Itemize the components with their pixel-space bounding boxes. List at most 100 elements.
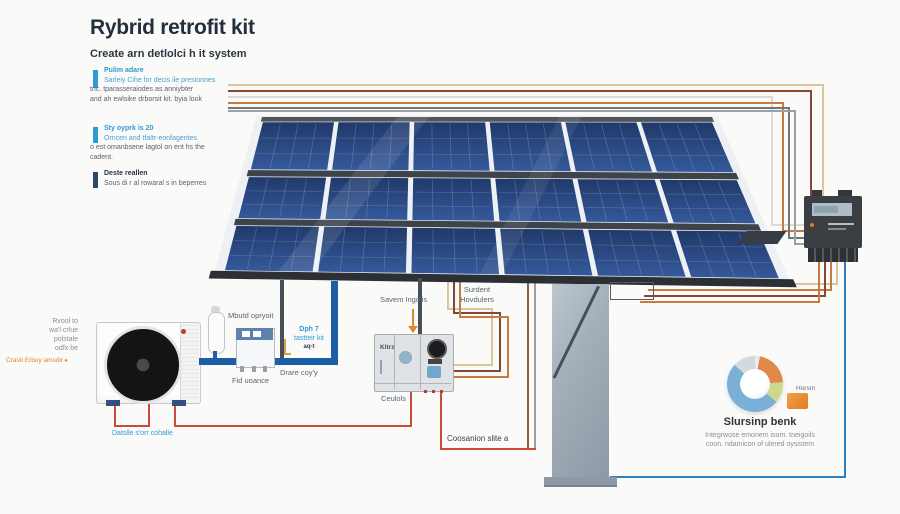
array-leg-left [280,280,284,360]
wire-cb-tan-h2 [452,364,491,366]
kltrz-label: Kltrz [380,344,395,351]
heat-pump-note: Rvool to wa'l crlue polstale odfx be [14,317,78,353]
storage-description: Integrwose emonem isom. tneigoils coon. … [685,431,835,449]
fid-display-2 [253,331,261,337]
bullet-3-line2: Sous di r al rowaral s in beperres [104,179,207,187]
wire-red-long-v2 [410,392,412,427]
control-box-divider2 [420,335,421,389]
column-base [544,477,617,487]
wire-pv-tan-v [836,262,838,285]
wire-cb-brown-v1 [453,282,455,314]
surdent-label: Surdent Hovdulers [446,285,508,305]
expansion-vessel [208,312,225,354]
bullet-bar-3 [93,172,98,188]
fid-display-1 [242,331,250,337]
bullet-bar-1 [93,70,98,88]
wire-long-brown [527,282,529,450]
terminal-dot-3 [440,390,443,393]
array-leg-mid [418,278,422,336]
wire-drop-gray2 [794,110,796,245]
wire-red-u-bottom [114,425,150,427]
wire-red-right-h [440,448,536,450]
wire-pv-darkred-h [644,295,826,297]
wire-run-gray [228,107,790,109]
wire-run-light [228,96,773,98]
terminal-dot-1 [424,390,427,393]
control-box-divider1 [394,335,395,389]
wire-cb-orange-h2 [452,376,509,378]
dph-annotation: Dph 7 tastteir kit aq-t [286,325,332,352]
controller-terminals [808,248,858,262]
heat-pump-fan [104,326,182,404]
wire-cb-tan-v2 [491,308,493,366]
expansion-vessel-cap [211,306,220,314]
heat-pump-side-panel [180,323,199,401]
fid-leg-2 [252,366,256,372]
storage-desc-line1: Integrwose emonem isom. tneigoils [705,432,815,439]
dph-line3: aq-t [303,344,315,350]
dph-line1: Dph 7 [299,326,319,333]
terminal-dot-2 [432,390,435,393]
wire-pv-darkred-v [824,262,826,297]
wire-long-gray [534,282,536,450]
wire-pv-orange2-v [818,262,820,303]
wire-red-long-h [174,425,412,427]
controller-tab-left [812,190,822,197]
wire-run-orange [228,102,784,104]
pipe-vertical [331,281,338,365]
bullet-2-line2: Orncen and tfaltr-eonfagentes [104,134,198,142]
savem-arrow-line [412,309,414,326]
wire-blue-vertical [844,248,846,478]
storage-donut-hole [740,369,770,399]
wire-cb-tan-h1 [447,308,493,310]
wire-jog-gray2 [794,243,804,245]
heat-pump-foot-right [172,400,186,406]
wire-jog-light [771,224,804,226]
bullet-1-line4: and ah ewlsike drborsit kit. byia look [90,95,203,103]
support-column [552,284,609,478]
bullet-3-heading: Deste reallen [104,170,148,177]
expansion-vessel-stem [213,351,217,361]
wire-red-long-v1 [174,402,176,427]
controller-display-text [814,206,838,213]
storage-legend-label: Horsm [796,385,816,392]
bullet-2-line4: cadent. [90,153,113,161]
control-box-fan [427,339,447,359]
wire-cb-brown-v2 [499,312,501,372]
wire-red-right-v [440,392,442,450]
page-subtitle: Create arn detlolci h it system [90,48,247,60]
wire-drop-darkred [810,90,812,198]
wire-drop-gray [788,107,790,239]
storage-legend-swatch [787,393,808,409]
control-box-tag [428,359,442,364]
control-box-gauge [399,351,412,364]
controller-led [810,223,814,227]
controller-label-line2 [828,228,846,230]
wire-cb-orange-v2 [507,316,509,378]
bullet-2-heading: Sty oyprk is 20 [104,125,154,132]
fid-leg-1 [240,366,244,372]
bullet-1-line2: Sarleiy Cihe for decis ile presionnes [104,76,216,84]
ceulols-label: Ceulols [381,394,407,403]
wire-cb-brown-h2 [452,370,499,372]
wire-run-gray2 [228,110,796,112]
fid-leg-3 [263,366,267,372]
wire-pv-orange2-h [640,301,820,303]
wire-blue-ground [610,476,846,478]
control-box-bottom-line [375,383,451,384]
dph-line2: tastteir kit [294,335,324,342]
dph-bracket-icon [284,339,291,355]
surdent-line1: Surdent [463,285,491,294]
wire-red-u-right [148,404,150,427]
bullet-2-line3: o est omanbsene lagtol on ent hs the [90,144,205,151]
heat-pump-cta: Crasti Erbuy amsdir ▸ [6,357,69,364]
savem-arrow-head [408,326,418,333]
wire-pv-orange-v [830,262,832,291]
coosanion-label: Coosanion slite a [447,434,509,443]
expansion-vessel-label: Mbutd opryoit [228,311,274,320]
heat-pump-foot-left [106,400,120,406]
pv-junction-box [610,282,654,300]
controller-label-line1 [828,223,854,225]
